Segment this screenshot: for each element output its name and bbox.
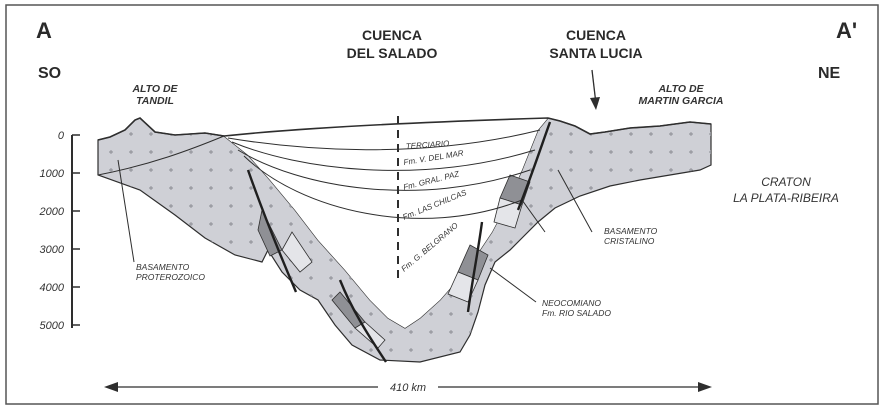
- fm-boundary-2: [231, 141, 536, 171]
- depth-ticks: [72, 134, 80, 326]
- martin-garcia-high-1: ALTO DE: [657, 83, 704, 95]
- basin-sediments: [224, 118, 548, 328]
- left-light-wedge: [281, 231, 313, 273]
- section-end-label: A': [836, 18, 857, 43]
- fault-left: [246, 169, 298, 293]
- crystalline-leader: [557, 169, 593, 233]
- santa-lucia-title-1: CUENCA: [566, 27, 626, 43]
- salado-title-1: CUENCA: [362, 27, 422, 43]
- craton-label-1: CRATON: [761, 175, 811, 189]
- topographic-surface: [97, 117, 712, 141]
- depth-tick-3000: 3000: [40, 244, 65, 256]
- craton-label-2: LA PLATA-RIBEIRA: [733, 191, 839, 205]
- salado-title-2: DEL SALADO: [347, 45, 438, 61]
- santa-lucia-title-2: SANTA LUCIA: [549, 45, 642, 61]
- depth-tick-4000: 4000: [40, 282, 65, 294]
- fault-center: [338, 279, 387, 363]
- neocomiano-leader: [489, 267, 537, 303]
- basement-proterozoic-2: PROTEROZOICO: [136, 272, 205, 282]
- proterozoic-leader: [117, 159, 135, 263]
- fm-terciario-label: TERCIARIO: [406, 139, 450, 151]
- scale-bar-right-arrow: [698, 382, 712, 392]
- santa-lucia-arrowhead: [590, 97, 600, 110]
- fault-right-1: [466, 221, 484, 313]
- depth-tick-0: 0: [58, 130, 65, 142]
- fm-boundary-3: [237, 149, 531, 191]
- basement-crystalline-1: BASAMENTO: [604, 226, 658, 236]
- fm-boundary-4: [243, 155, 546, 233]
- fm-boundary-1: [227, 129, 541, 151]
- northeast-label: NE: [818, 65, 841, 82]
- tandil-high-1: ALTO DE: [131, 83, 178, 95]
- depth-tick-5000: 5000: [40, 320, 65, 332]
- neocomiano-label-1: NEOCOMIANO: [542, 298, 601, 308]
- martin-garcia-high-2: MARTIN GARCIA: [639, 95, 724, 107]
- scale-bar-left-arrow: [104, 382, 118, 392]
- scale-bar-label: 410 km: [390, 382, 426, 394]
- fm-boundary-5: [97, 135, 225, 176]
- depth-tick-2000: 2000: [39, 206, 65, 218]
- scale-label-bg: [378, 379, 438, 395]
- section-start-label: A: [36, 18, 52, 43]
- fault-right-2: [516, 121, 552, 211]
- tandil-high-2: TANDIL: [136, 95, 174, 107]
- basement-proterozoic-1: BASAMENTO: [136, 262, 190, 272]
- depth-tick-1000: 1000: [40, 168, 65, 180]
- basement-crystalline-2: CRISTALINO: [604, 236, 655, 246]
- neocomiano-label-2: Fm. RIO SALADO: [542, 308, 611, 318]
- southwest-label: SO: [38, 65, 61, 82]
